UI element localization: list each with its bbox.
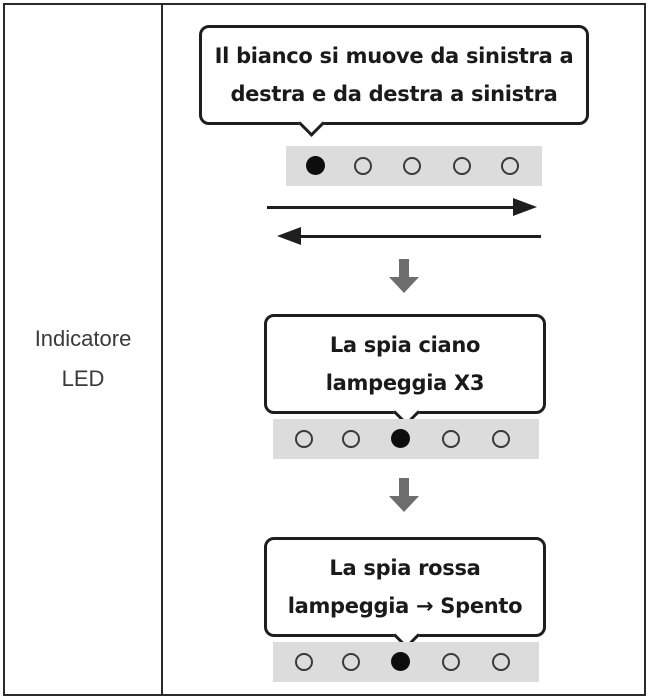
row-label-line1: Indicatore <box>34 326 132 351</box>
callout-step-1-line1: Il bianco si muove da sinistra a <box>214 44 574 68</box>
led-2 <box>354 157 372 175</box>
callout-step-3-line1: La spia rossa <box>329 556 481 580</box>
arrow-left-line <box>299 235 541 238</box>
row-label-line2: LED <box>61 366 105 391</box>
arrow-left-head <box>277 227 301 245</box>
led-4 <box>453 157 471 175</box>
arrow-right-line <box>267 206 517 209</box>
led-5 <box>492 430 510 448</box>
led-5 <box>501 157 519 175</box>
down-arrow-icon <box>389 259 419 295</box>
arrow-right-head <box>513 198 537 216</box>
led-2 <box>342 430 360 448</box>
column-divider <box>161 5 163 694</box>
led-4 <box>442 430 460 448</box>
led-3 <box>391 652 410 671</box>
callout-step-2-line1: La spia ciano <box>329 333 481 357</box>
led-indicator-table: Indicatore LED Il bianco si muove da sin… <box>3 3 646 696</box>
callout-step-2-line2: lampeggia X3 <box>325 371 485 395</box>
led-1 <box>306 156 325 175</box>
led-3 <box>403 157 421 175</box>
led-1 <box>295 653 313 671</box>
led-2 <box>342 653 360 671</box>
led-bar-step-1 <box>286 146 542 186</box>
led-1 <box>295 430 313 448</box>
led-4 <box>442 653 460 671</box>
led-5 <box>492 653 510 671</box>
row-label: Indicatore LED <box>5 319 161 399</box>
callout-pointer <box>298 110 325 137</box>
led-bar-step-2 <box>273 419 539 459</box>
callout-step-3-line2: lampeggia → Spento <box>287 594 523 618</box>
callout-step-1-line2: destra e da destra a sinistra <box>230 82 558 106</box>
callout-step-1: Il bianco si muove da sinistra a destra … <box>199 25 589 137</box>
down-arrow-icon <box>389 478 419 514</box>
led-bar-step-3 <box>273 642 539 682</box>
led-3 <box>391 429 410 448</box>
callout-step-2: La spia ciano lampeggia X3 <box>264 314 546 426</box>
callout-step-3: La spia rossa lampeggia → Spento <box>264 537 546 649</box>
